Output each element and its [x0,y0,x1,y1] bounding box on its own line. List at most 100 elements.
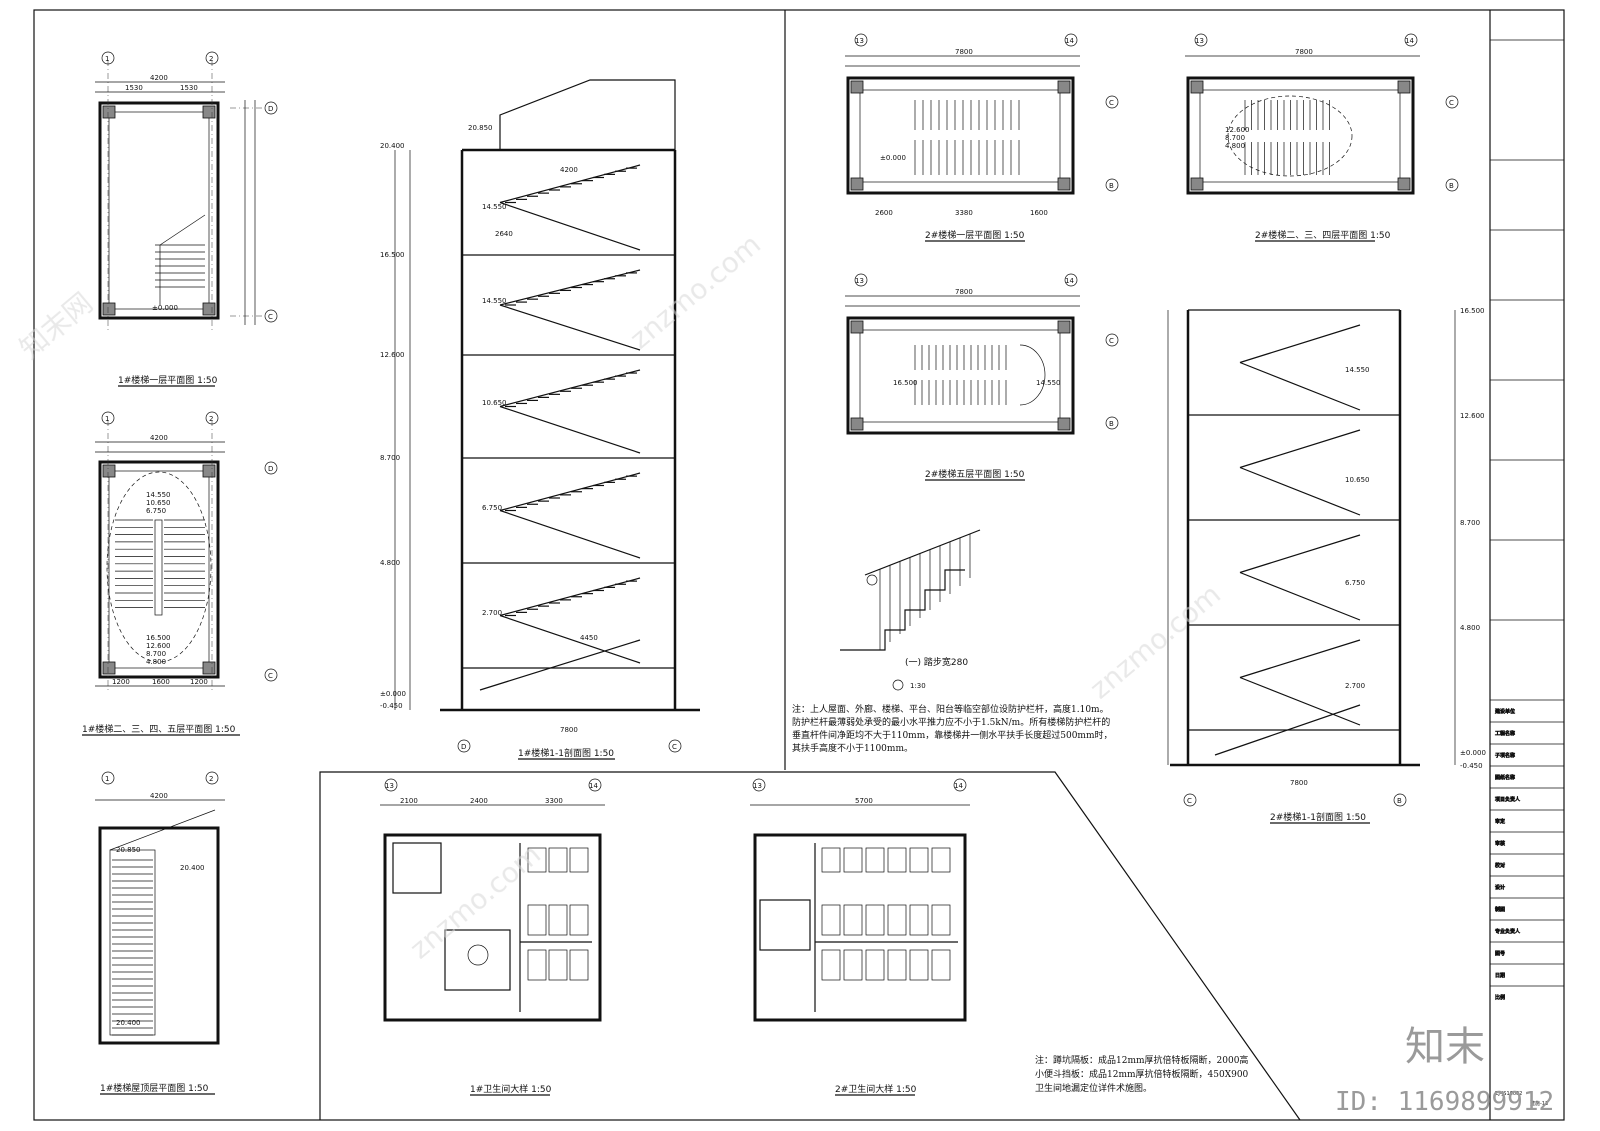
drawing-title: 2#卫生间大样 1:50 [835,1083,917,1095]
stall [569,949,589,981]
stair-flight [499,405,641,454]
stair-flight [1239,466,1361,516]
dimension-text: 7800 [1295,48,1313,56]
axis-label: 1 [105,775,109,783]
note-line: 小便斗挡板：成品12mm厚抗倍特板隔断，450X900 [1035,1068,1249,1080]
dimension-text: 7800 [1290,779,1308,787]
titleblock-label: 日期 [1495,973,1505,979]
axis-label: D [268,105,273,113]
plan-1-roof: 1 2 4200 20.850 20.400 20.400 1#楼梯屋顶层平面图… [95,771,225,1095]
stall [527,847,547,873]
plan-1-first-floor: 1 2 4200 1530 1530 D C ±0.000 1#楼梯一层平面图 … [95,51,278,387]
stair-flight [1239,676,1361,726]
dimension-text: 2400 [470,797,488,805]
stair-flight [1239,534,1361,574]
axis-label: B [1397,797,1402,805]
stall [865,904,885,936]
titleblock-label: 图纸名称 [1495,774,1515,781]
title-block: 建设单位工程名称子项名称图纸名称项目负责人审定审核校对设计制图专业负责人图号日期… [1490,39,1564,1107]
drawing-title: 1#楼梯1-1剖面图 1:50 [518,747,614,759]
stall [865,949,885,981]
level-mark: 12.600 [380,351,405,359]
axis-label: 2 [209,55,213,63]
axis-label: 14 [1065,37,1074,45]
level-mark: 12.600 [1460,412,1485,420]
drawing-title: 1#卫生间大样 1:50 [470,1083,552,1095]
toilet-note: 注：蹲坑隔板：成品12mm厚抗倍特板隔断，2000高 小便斗挡板：成品12mm厚… [1035,1054,1249,1094]
level-mark: 14.550 [482,297,507,305]
dimension-text: 7800 [955,288,973,296]
axis-label: D [268,465,273,473]
level-mark: 2.700 [482,609,502,617]
plan-2-fifth-floor: 13 14 7800 C B 16.500 14.550 2#楼梯五层平面图 1… [845,273,1119,481]
titleblock-drawing-no: ZJ-JS16002 [1495,1091,1522,1097]
plan-2-first-floor: 13 14 7800 2600 3380 1600 C B ±0.000 2#楼… [845,33,1119,242]
level-mark: 4.800 [1460,624,1480,632]
railing-detail: (一) 踏步宽280 1:30 [840,529,981,691]
stall [527,949,547,981]
stall [909,904,929,936]
drawing-title: (一) 踏步宽280 [905,656,968,668]
stair-flight [1214,704,1361,756]
level-mark: 20.400 [180,864,205,872]
axis-label: C [1187,797,1192,805]
dimension-text: 1530 [180,84,198,92]
dimension-text: 2100 [400,797,418,805]
level-mark: 8.700 [1225,134,1245,142]
stall [865,847,885,873]
titleblock-label: 设计 [1495,884,1505,891]
stair-flight [499,509,641,559]
stall [887,949,907,981]
toilet-2-plan: 13 14 5700 2#卫生间大样 1:50 [750,778,970,1096]
watermark-text: znzmo.com [1083,577,1227,705]
note-line: 其扶手高度不小于1100mm。 [792,742,913,754]
section-1-1: 20.400 16.500 12.600 8.700 4.800 ±0.000 … [380,79,700,760]
level-mark: ±0.000 [380,690,406,698]
level-mark: ±0.000 [152,304,178,312]
stall [843,847,863,873]
note-line: 防护栏杆最薄弱处承受的最小水平推力应不小于1.5kN/m。所有楼梯防护栏杆的 [792,716,1110,728]
stall [821,949,841,981]
titleblock-label: 专业负责人 [1495,928,1520,935]
axis-label: D [461,743,466,751]
axis-label: 13 [855,37,864,45]
stair-note: 注：上人屋面、外廊、楼梯、平台、阳台等临空部位设防护栏杆，高度1.10m。 防护… [792,703,1113,754]
stall [527,904,547,936]
level-mark: 20.400 [380,142,405,150]
toilet-panel-border [319,771,1301,1121]
stair-flight [499,201,641,251]
stall [843,904,863,936]
stall [569,847,589,873]
axis-label: 13 [855,277,864,285]
stair-flight [479,639,641,691]
level-mark: 4.800 [380,559,400,567]
axis-label: C [268,672,273,680]
level-mark: 2.700 [1345,682,1365,690]
stall [548,847,568,873]
stall [931,949,951,981]
level-mark: 8.700 [380,454,400,462]
level-mark: -0.450 [380,702,403,710]
watermark-text: znzmo.com [623,227,767,355]
stair-flight [1239,639,1361,679]
stall [548,904,568,936]
titleblock-label: 比例 [1495,994,1505,1001]
level-mark: 6.750 [146,507,166,515]
axis-label: C [268,313,273,321]
level-mark: 8.700 [1460,519,1480,527]
axis-label: B [1109,182,1114,190]
stair-flight [499,614,641,664]
axis-label: C [1109,337,1114,345]
dimension-text: 2600 [875,209,893,217]
titleblock-label: 项目负责人 [1495,796,1520,803]
axis-label: B [1449,182,1454,190]
level-mark: 6.750 [482,504,502,512]
level-mark: 20.850 [116,846,141,854]
drawing-title: 2#楼梯一层平面图 1:50 [925,229,1025,241]
axis-label: 1 [105,415,109,423]
level-mark: 20.400 [116,1019,141,1027]
stall [909,847,929,873]
note-line: 垂直杆件间净距均不大于110mm，靠楼梯井一侧水平扶手长度超过500mm时， [792,729,1113,741]
watermark-text: 知末网 [13,286,99,365]
